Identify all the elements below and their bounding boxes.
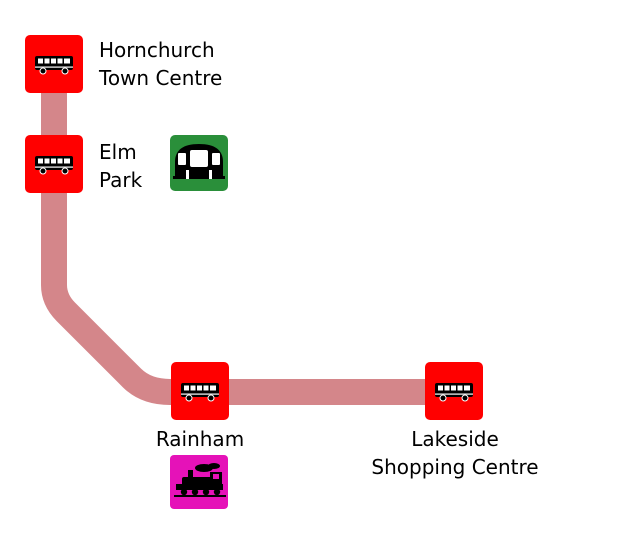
steam-train-icon bbox=[174, 463, 226, 497]
lakeside-label-line2: Shopping Centre bbox=[371, 455, 539, 479]
hornchurch-label-line1: Hornchurch bbox=[99, 38, 215, 62]
elm-park-label-line1: Elm bbox=[99, 140, 137, 164]
rainham-label-line1: Rainham bbox=[155, 427, 245, 451]
hornchurch-label[interactable]: Hornchurch Town Centre bbox=[99, 36, 222, 92]
hornchurch-label-line2: Town Centre bbox=[99, 66, 223, 90]
elm-park-label[interactable]: Elm Park bbox=[99, 138, 142, 194]
hornchurch-stop-marker[interactable] bbox=[25, 35, 83, 93]
lakeside-stop-marker[interactable] bbox=[425, 362, 483, 420]
rainham-label[interactable]: Rainham bbox=[140, 425, 260, 453]
route-line bbox=[41, 64, 455, 405]
steam-train-interchange[interactable] bbox=[170, 455, 228, 509]
underground-interchange[interactable] bbox=[170, 135, 228, 191]
elm-park-label-line2: Park bbox=[99, 168, 143, 192]
lakeside-label[interactable]: Lakeside Shopping Centre bbox=[355, 425, 555, 481]
elm-park-stop-marker[interactable] bbox=[25, 135, 83, 193]
lakeside-label-line1: Lakeside bbox=[411, 427, 499, 451]
underground-icon bbox=[173, 144, 225, 179]
rainham-stop-marker[interactable] bbox=[171, 362, 229, 420]
